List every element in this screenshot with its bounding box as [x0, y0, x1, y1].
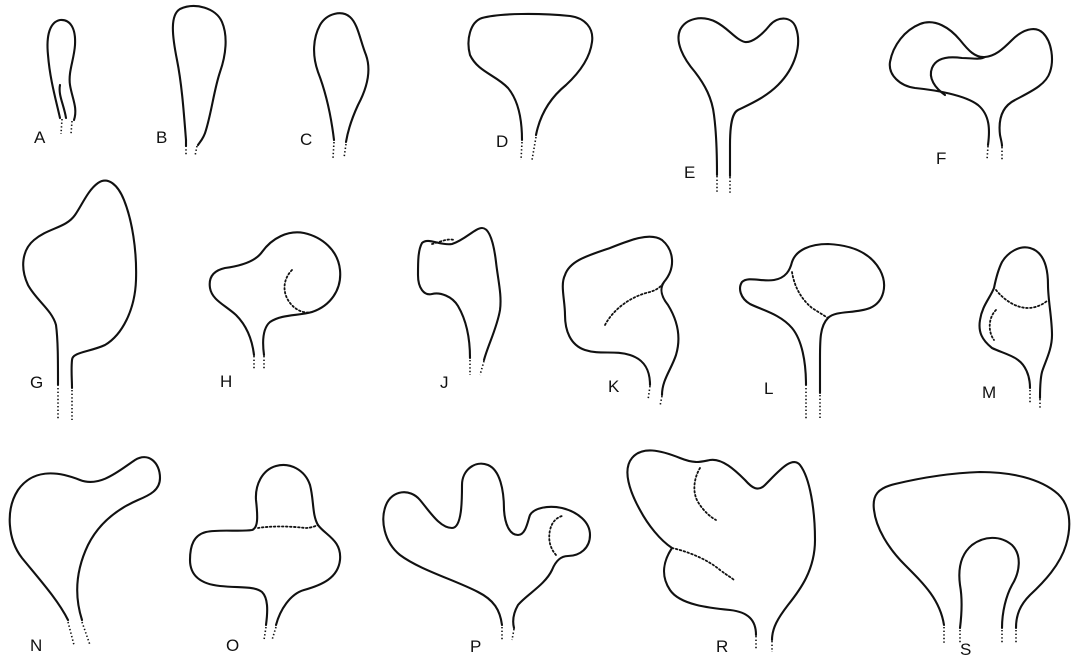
shape-label-l: L [764, 379, 773, 398]
shape-m: M [980, 247, 1053, 408]
shape-label-o: O [226, 636, 239, 655]
shape-k: K [563, 237, 679, 406]
shape-label-g: G [30, 373, 43, 392]
shape-o: O [190, 465, 340, 655]
shape-label-a: A [34, 128, 46, 147]
shape-f: F [890, 22, 1052, 168]
shape-a: A [34, 20, 75, 147]
shape-label-n: N [30, 636, 42, 655]
shape-label-k: K [608, 377, 620, 396]
shape-label-e: E [684, 163, 695, 182]
shape-d: D [469, 14, 593, 160]
shape-label-d: D [496, 132, 508, 151]
shape-label-h: H [220, 372, 232, 391]
shape-s: S [874, 472, 1070, 658]
shape-c: C [300, 13, 368, 158]
shape-n: N [10, 457, 160, 655]
shape-label-f: F [936, 149, 946, 168]
shape-label-j: J [440, 373, 449, 392]
shape-r: R [627, 450, 815, 656]
shape-label-b: B [156, 128, 167, 147]
shape-label-p: P [470, 637, 481, 656]
shape-h: H [210, 232, 341, 391]
shape-label-c: C [300, 130, 312, 149]
shape-g: G [23, 181, 136, 420]
shape-e: E [678, 18, 798, 194]
shape-label-m: M [982, 383, 996, 402]
shape-label-s: S [960, 640, 971, 658]
shape-l: L [740, 244, 884, 420]
shape-b: B [156, 6, 226, 156]
shape-p: P [383, 464, 590, 656]
shape-j: J [418, 228, 501, 392]
shape-label-r: R [716, 637, 728, 656]
